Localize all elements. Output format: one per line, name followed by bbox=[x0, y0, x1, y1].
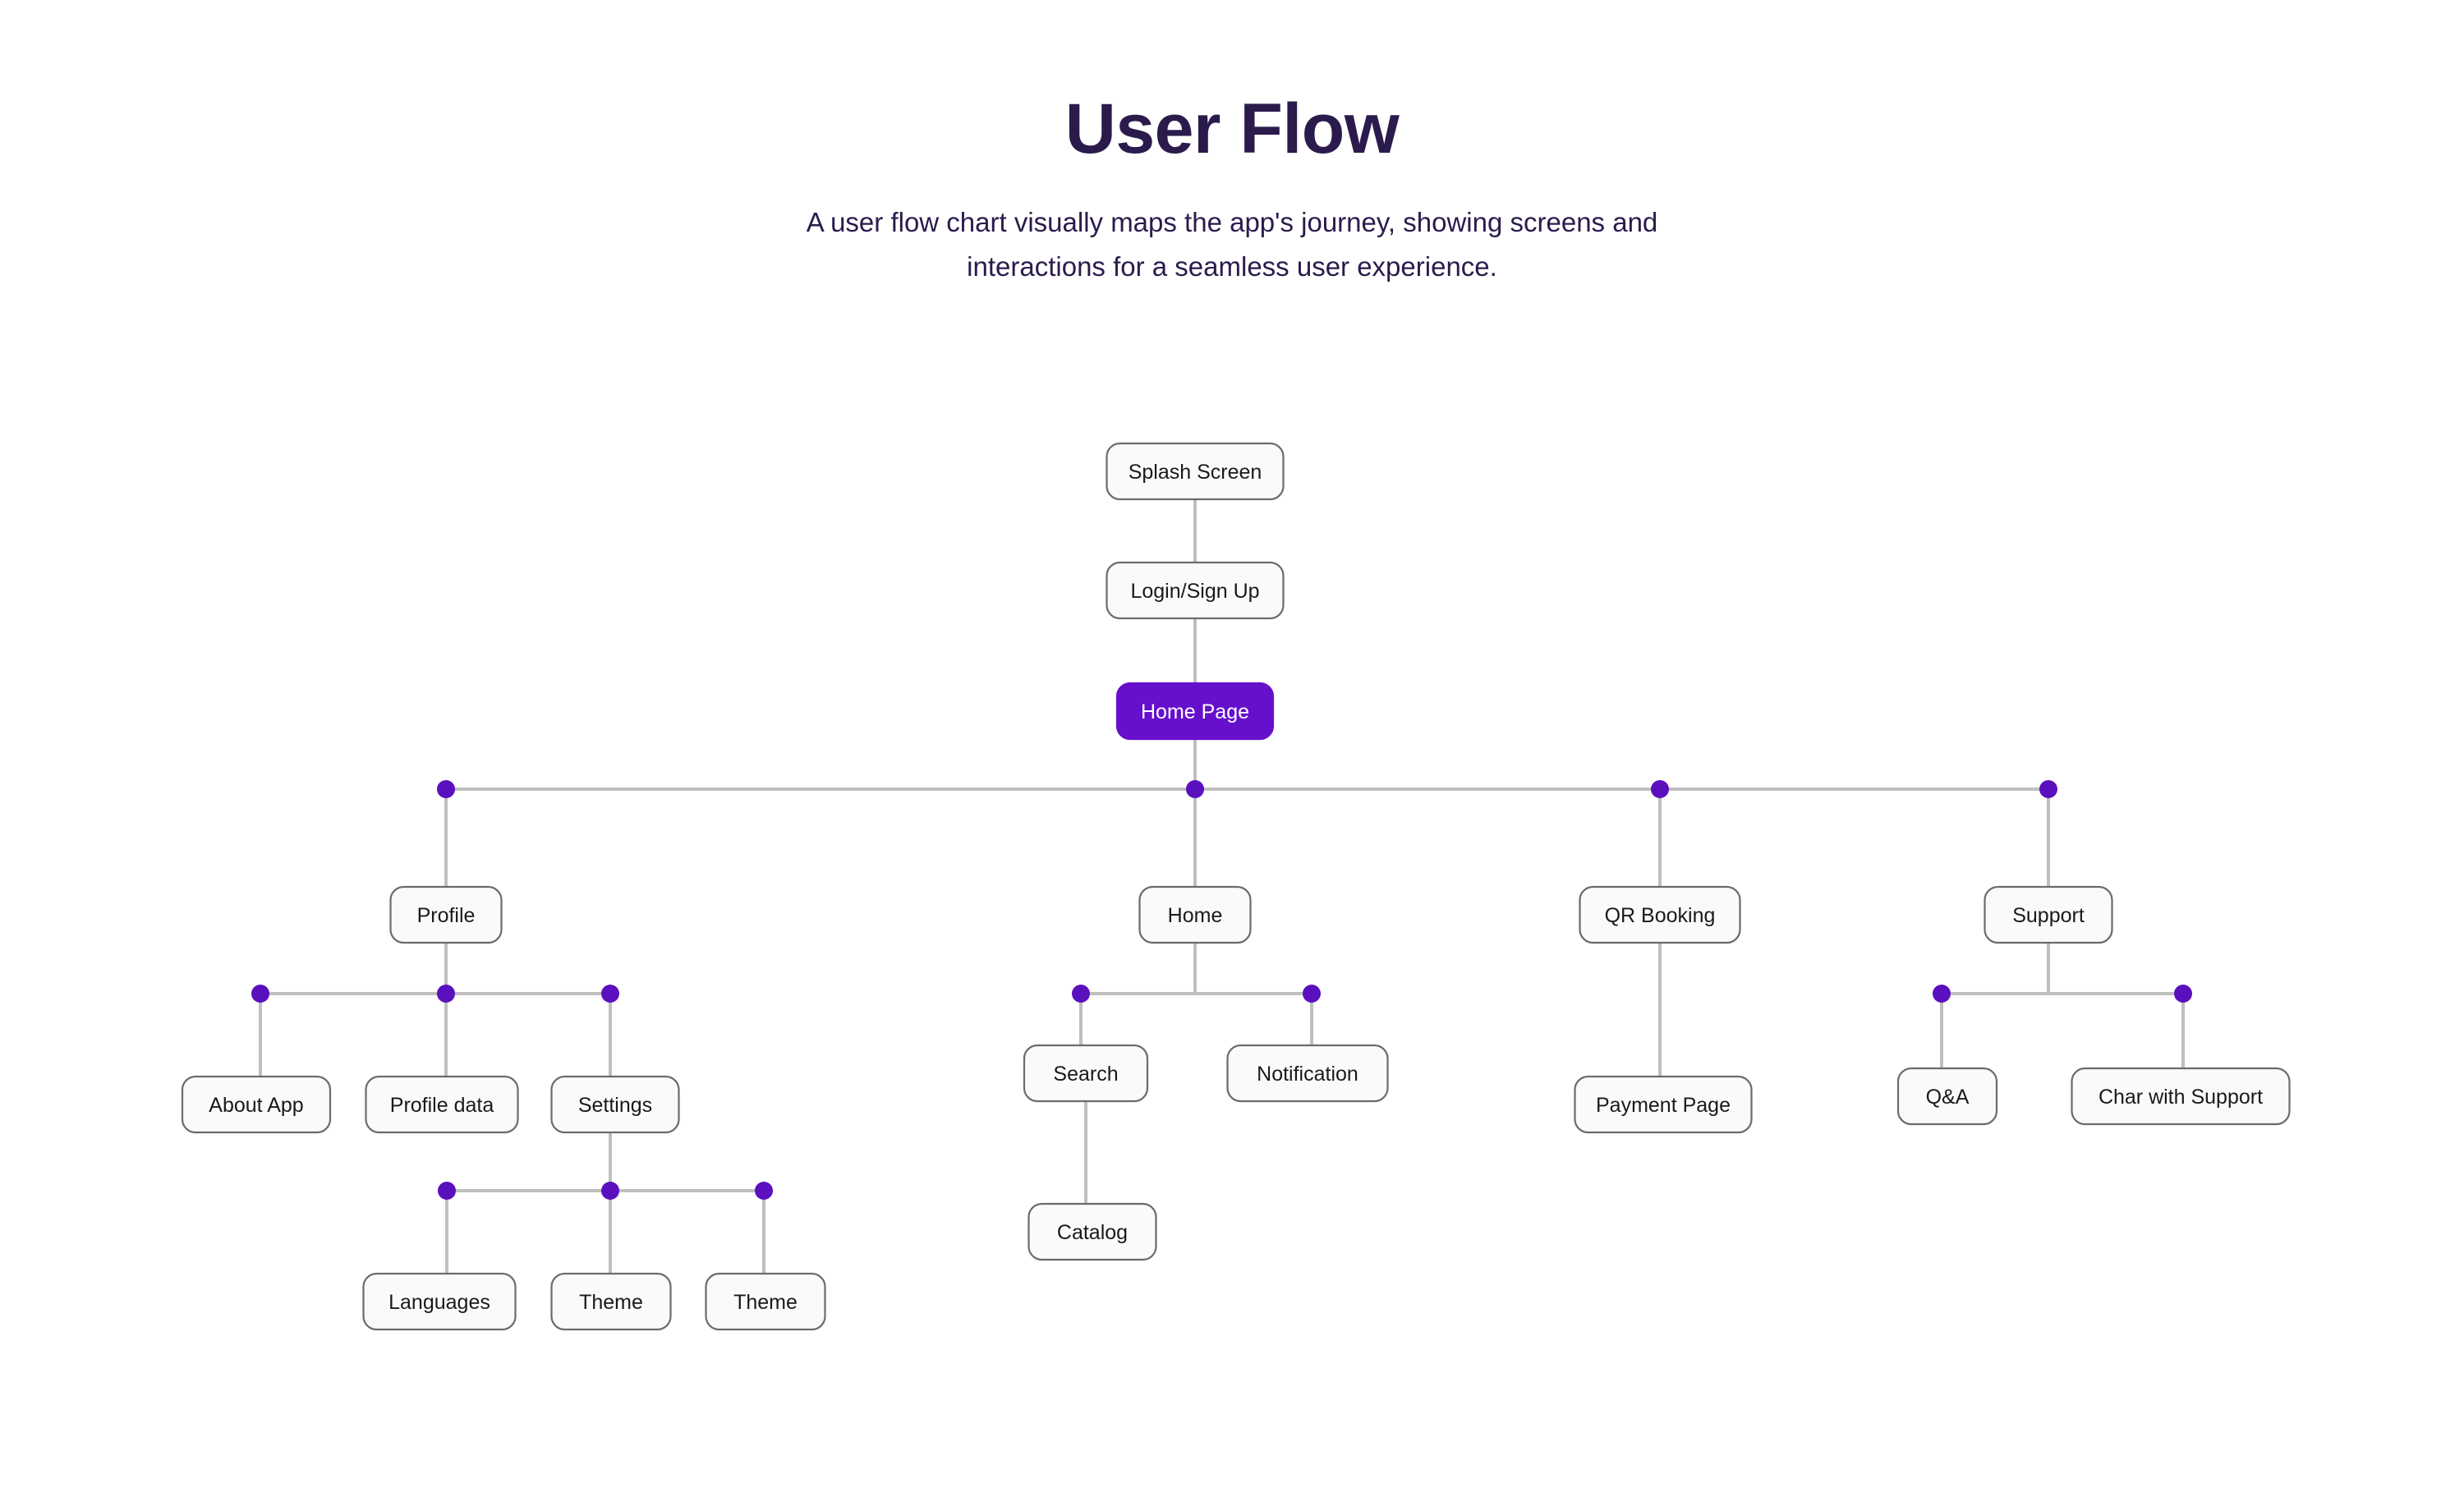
node-label-theme2: Theme bbox=[733, 1291, 798, 1314]
node-box-payment[interactable] bbox=[1574, 1075, 1753, 1134]
flow-node-languages[interactable]: Languages bbox=[362, 1272, 517, 1331]
flow-node-home_page[interactable]: Home Page bbox=[1115, 682, 1275, 741]
node-label-qr_booking: QR Booking bbox=[1605, 904, 1716, 927]
node-label-languages: Languages bbox=[388, 1291, 490, 1314]
junction-dot bbox=[437, 985, 455, 1003]
node-label-notification: Notification bbox=[1257, 1063, 1358, 1086]
node-box-languages[interactable] bbox=[362, 1272, 517, 1331]
junction-dot bbox=[1072, 985, 1090, 1003]
flow-node-chat[interactable]: Char with Support bbox=[2071, 1067, 2291, 1126]
node-label-about_app: About App bbox=[209, 1094, 303, 1117]
flow-node-splash[interactable]: Splash Screen bbox=[1106, 442, 1285, 501]
junction-dot bbox=[437, 780, 455, 798]
node-box-home[interactable] bbox=[1138, 885, 1252, 944]
node-box-chat[interactable] bbox=[2071, 1067, 2291, 1126]
flow-node-login[interactable]: Login/Sign Up bbox=[1106, 561, 1285, 620]
node-box-profile_data[interactable] bbox=[365, 1075, 519, 1134]
junction-dot bbox=[1303, 985, 1321, 1003]
node-box-support[interactable] bbox=[1984, 885, 2113, 944]
node-box-splash[interactable] bbox=[1106, 442, 1285, 501]
junction-dot bbox=[601, 1182, 619, 1200]
node-box-settings[interactable] bbox=[550, 1075, 680, 1134]
node-box-notification[interactable] bbox=[1226, 1044, 1389, 1103]
node-box-search[interactable] bbox=[1023, 1044, 1149, 1103]
junction-dot bbox=[1933, 985, 1951, 1003]
flow-node-qr_booking[interactable]: QR Booking bbox=[1579, 885, 1741, 944]
page-title: User Flow bbox=[1064, 90, 1400, 168]
flow-node-catalog[interactable]: Catalog bbox=[1027, 1202, 1157, 1261]
node-label-login: Login/Sign Up bbox=[1130, 580, 1259, 603]
junction-dots-group bbox=[251, 780, 2192, 1200]
junction-dot bbox=[601, 985, 619, 1003]
flow-node-profile[interactable]: Profile bbox=[389, 885, 503, 944]
node-label-settings: Settings bbox=[578, 1094, 652, 1117]
node-label-payment: Payment Page bbox=[1596, 1094, 1731, 1117]
junction-dot bbox=[438, 1182, 456, 1200]
flow-node-about_app[interactable]: About App bbox=[181, 1075, 332, 1134]
flow-node-theme1[interactable]: Theme bbox=[550, 1272, 672, 1331]
junction-dot bbox=[251, 985, 269, 1003]
junction-dot bbox=[1651, 780, 1669, 798]
node-label-chat: Char with Support bbox=[2099, 1086, 2263, 1109]
flow-node-payment[interactable]: Payment Page bbox=[1574, 1075, 1753, 1134]
flow-node-qa[interactable]: Q&A bbox=[1896, 1067, 1998, 1126]
node-label-profile_data: Profile data bbox=[390, 1094, 494, 1117]
node-box-theme1[interactable] bbox=[550, 1272, 672, 1331]
node-box-profile[interactable] bbox=[389, 885, 503, 944]
node-label-splash: Splash Screen bbox=[1129, 461, 1262, 484]
node-label-profile: Profile bbox=[417, 904, 476, 927]
node-box-login[interactable] bbox=[1106, 561, 1285, 620]
node-label-home_page: Home Page bbox=[1141, 700, 1249, 723]
node-label-support: Support bbox=[2012, 904, 2085, 927]
flow-node-support[interactable]: Support bbox=[1984, 885, 2113, 944]
node-label-catalog: Catalog bbox=[1057, 1221, 1128, 1244]
page-header: User Flow A user flow chart visually map… bbox=[0, 0, 2464, 288]
node-box-home_page[interactable] bbox=[1115, 682, 1275, 741]
node-box-catalog[interactable] bbox=[1027, 1202, 1157, 1261]
flow-node-search[interactable]: Search bbox=[1023, 1044, 1149, 1103]
connector-lines-group bbox=[259, 499, 2185, 1274]
flow-node-notification[interactable]: Notification bbox=[1226, 1044, 1389, 1103]
flow-node-home[interactable]: Home bbox=[1138, 885, 1252, 944]
page-subtitle: A user flow chart visually maps the app'… bbox=[806, 207, 1658, 282]
flow-node-profile_data[interactable]: Profile data bbox=[365, 1075, 519, 1134]
node-label-home: Home bbox=[1168, 904, 1223, 927]
junction-dot bbox=[755, 1182, 773, 1200]
junction-dot bbox=[2174, 985, 2192, 1003]
flow-node-theme2[interactable]: Theme bbox=[705, 1272, 826, 1331]
junction-dot bbox=[2039, 780, 2057, 798]
node-label-theme1: Theme bbox=[579, 1291, 643, 1314]
flow-node-settings[interactable]: Settings bbox=[550, 1075, 680, 1134]
node-box-qr_booking[interactable] bbox=[1579, 885, 1741, 944]
node-box-about_app[interactable] bbox=[181, 1075, 332, 1134]
node-label-qa: Q&A bbox=[1926, 1086, 1970, 1109]
node-box-theme2[interactable] bbox=[705, 1272, 826, 1331]
node-label-search: Search bbox=[1053, 1063, 1118, 1086]
junction-dot bbox=[1186, 780, 1204, 798]
node-box-qa[interactable] bbox=[1896, 1067, 1998, 1126]
